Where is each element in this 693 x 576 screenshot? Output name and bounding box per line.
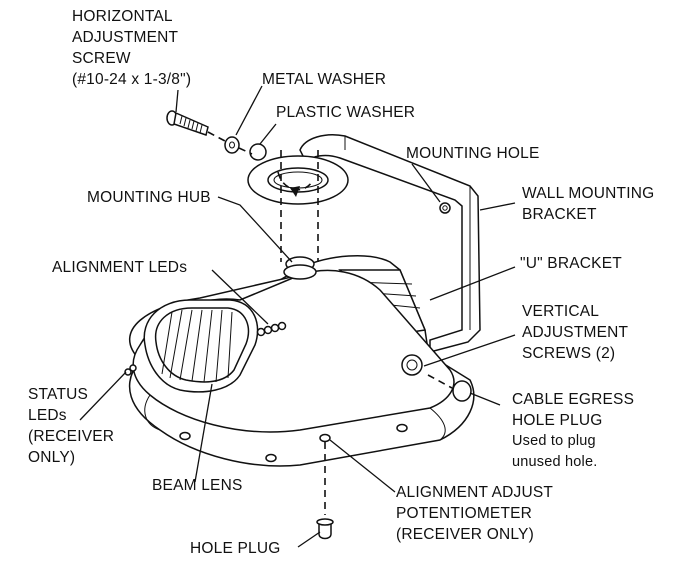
label-wall-mounting-bracket: WALL MOUNTING BRACKET	[522, 185, 655, 223]
potentiometer-icon	[319, 433, 331, 443]
label-plastic-washer: PLASTIC WASHER	[276, 104, 416, 121]
label-u-bracket: "U" BRACKET	[520, 255, 622, 272]
label-metal-washer: METAL WASHER	[262, 71, 387, 88]
beam-lens	[143, 299, 259, 393]
hole-plug-icon	[316, 442, 334, 540]
label-beam-lens: BEAM LENS	[152, 477, 243, 494]
mounting-hub	[277, 150, 319, 280]
leader-lines	[79, 85, 516, 548]
metal-washer-icon	[224, 136, 240, 154]
label-cable-egress-hole-plug: CABLE EGRESS HOLE PLUG Used to plug unus…	[512, 391, 635, 470]
mounting-hole-icon	[439, 202, 451, 214]
label-hole-plug: HOLE PLUG	[190, 540, 281, 557]
label-alignment-adjust-potentiometer: ALIGNMENT ADJUST POTENTIOMETER (RECEIVER…	[396, 484, 554, 543]
label-alignment-leds: ALIGNMENT LEDs	[52, 259, 188, 276]
plastic-washer-icon	[249, 143, 267, 161]
horizontal-screw	[166, 110, 209, 136]
alignment-leds-icon	[256, 321, 287, 337]
cable-egress-plug-icon	[427, 374, 472, 402]
mounting-hub-top	[247, 143, 349, 205]
vertical-adjustment-screw-icon	[401, 354, 423, 376]
label-mounting-hole: MOUNTING HOLE	[406, 145, 540, 162]
housing-holes	[179, 423, 408, 463]
status-leds-icon	[124, 364, 137, 376]
label-horizontal-adjustment-screw: HORIZONTAL ADJUSTMENT SCREW (#10-24 x 1-…	[72, 8, 192, 88]
label-mounting-hub: MOUNTING HUB	[87, 189, 211, 206]
label-status-leds: STATUS LEDs (RECEIVER ONLY)	[28, 386, 115, 466]
wall-mounting-bracket	[299, 134, 481, 353]
label-vertical-adjustment-screws: VERTICAL ADJUSTMENT SCREWS (2)	[522, 303, 629, 362]
